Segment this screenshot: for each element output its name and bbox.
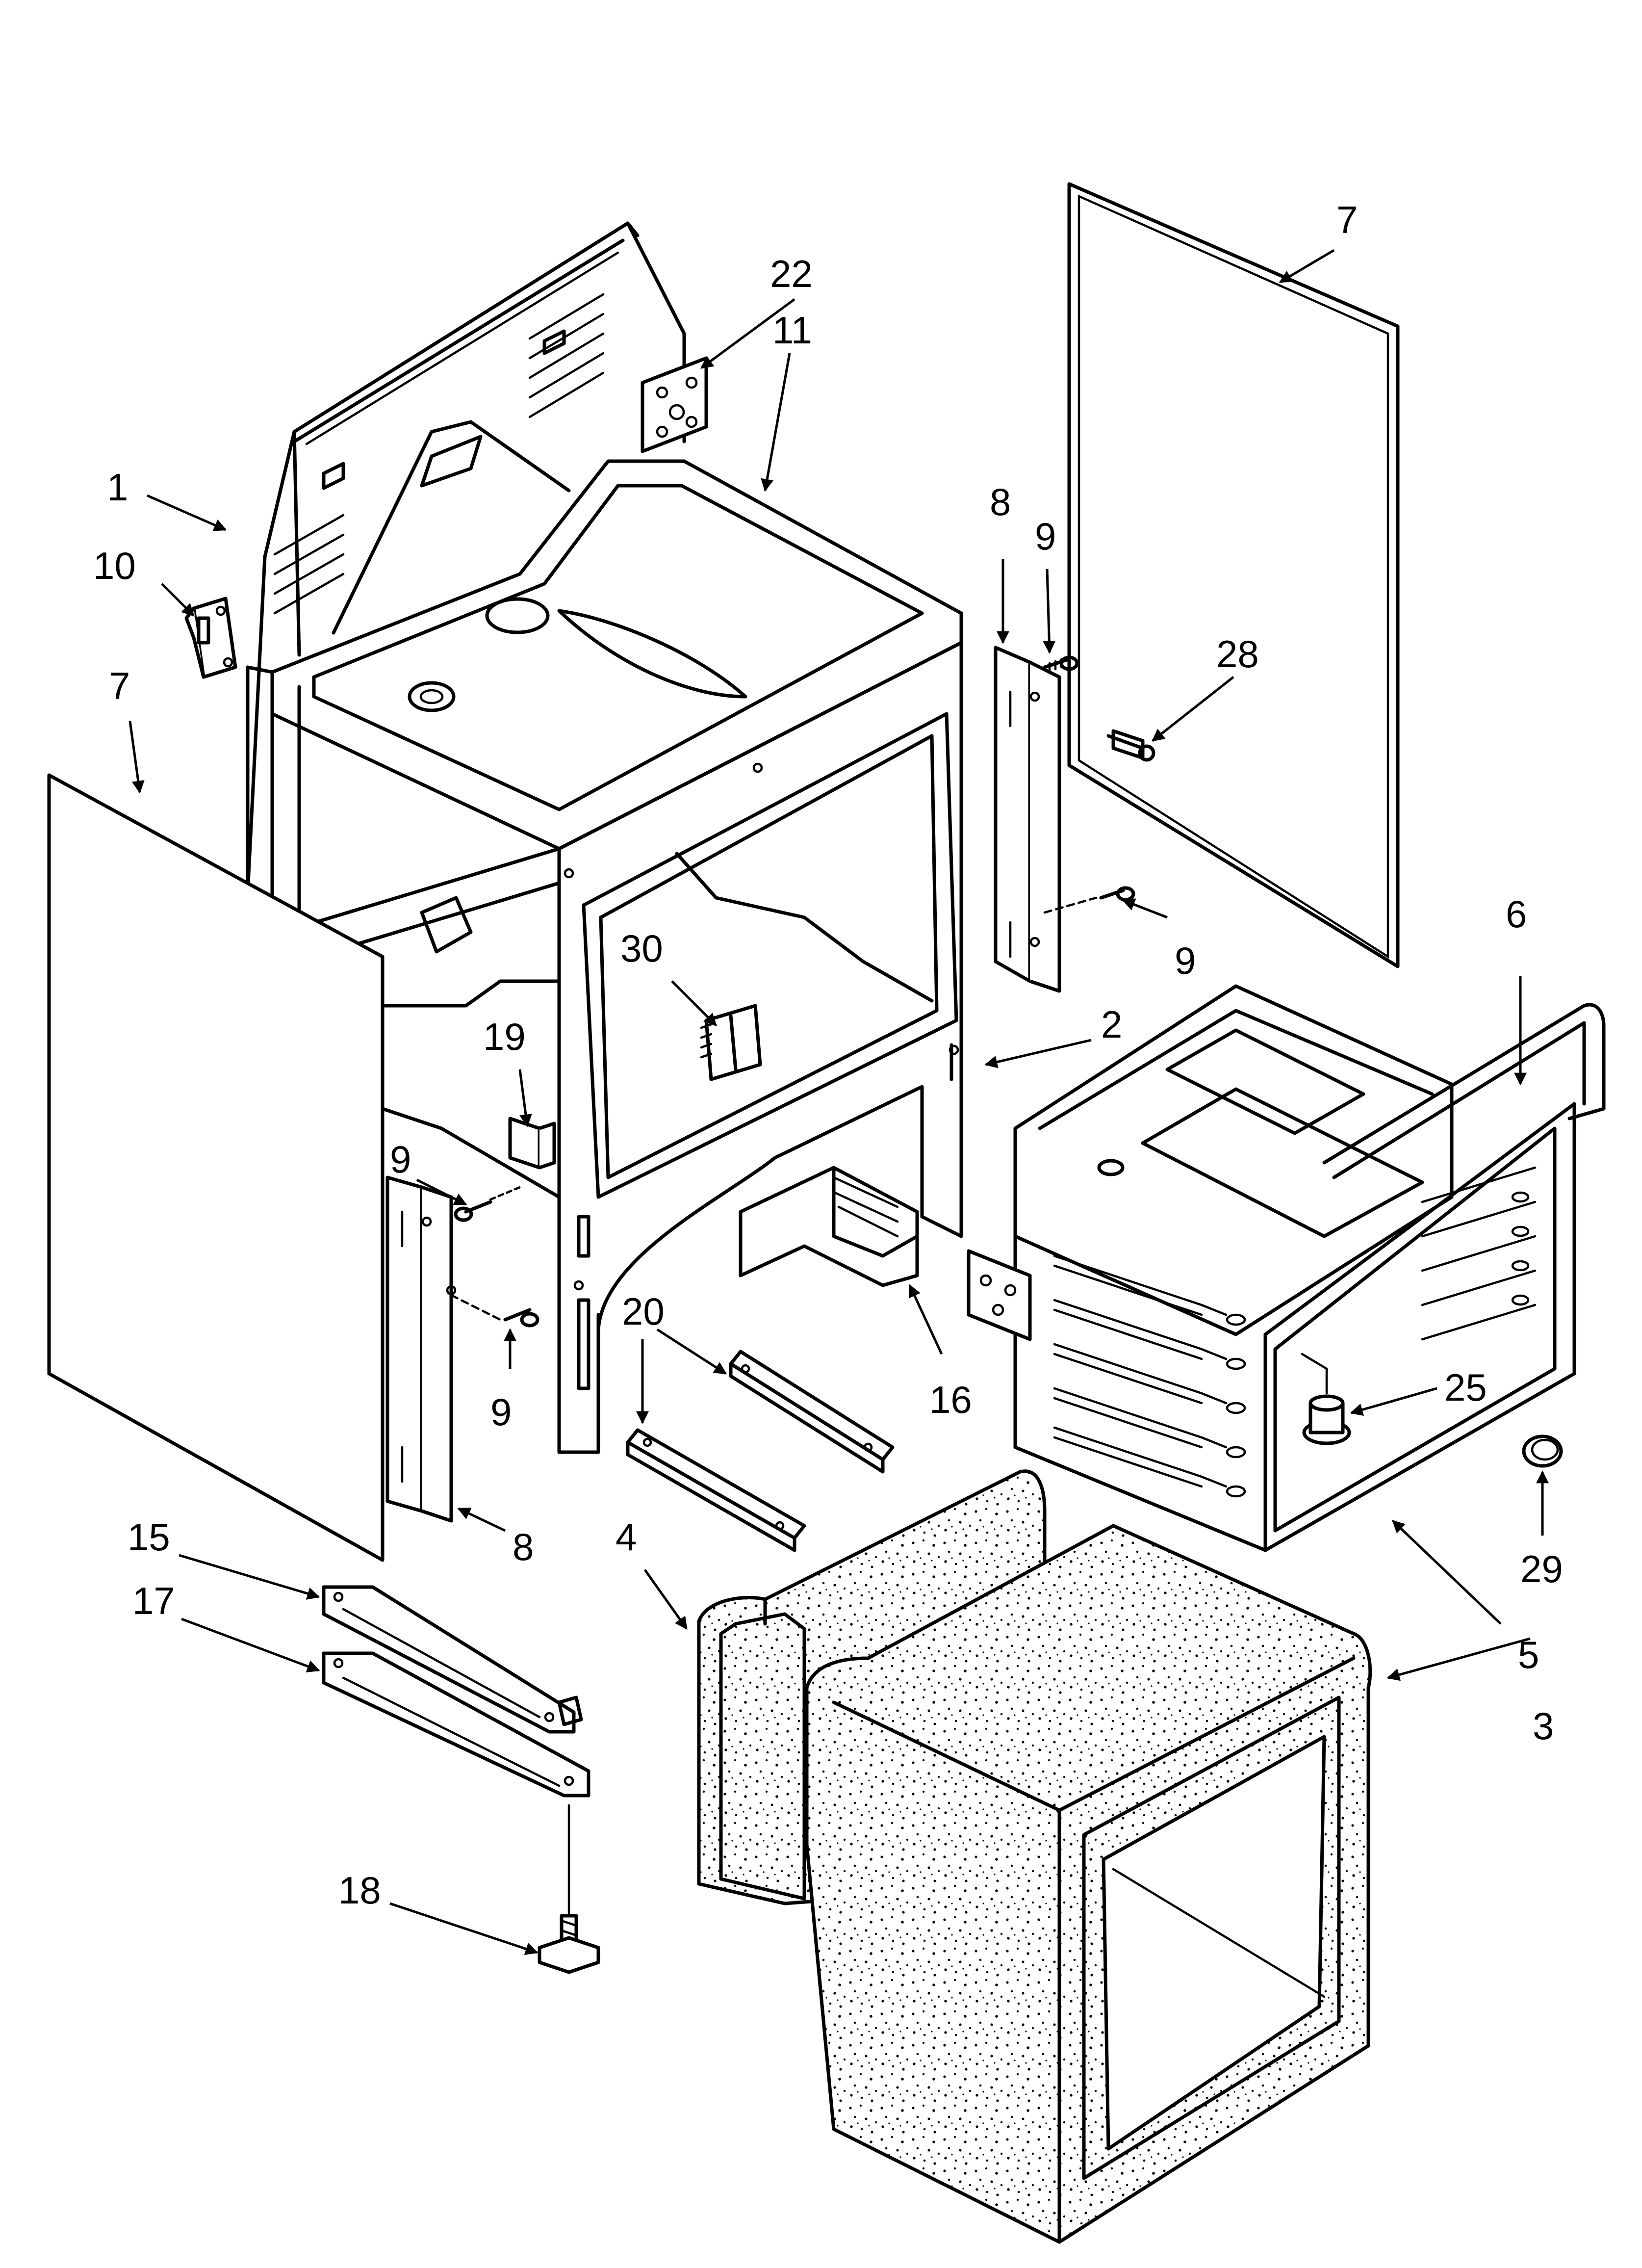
- callout-22: 22: [770, 252, 813, 295]
- support-rail-upper-part-20: [729, 1350, 895, 1474]
- callout-10: 10: [93, 544, 136, 587]
- hinge-bracket-part-22: [641, 356, 708, 453]
- bracket-part-19: [508, 1117, 556, 1170]
- screw-part-9-lower-left: [450, 1294, 539, 1328]
- callout-19: 19: [483, 1015, 526, 1058]
- callout-5: 5: [1518, 1633, 1539, 1676]
- knob-part-28: [1106, 729, 1155, 762]
- side-bracket-left-part-8: [385, 1175, 457, 1523]
- range-frame: [246, 221, 963, 1454]
- callout-9-lower-right: 9: [1175, 939, 1196, 982]
- callout-30: 30: [620, 927, 663, 970]
- leader-arrows: [128, 249, 1549, 1955]
- side-bracket-right-part-8: [994, 646, 1061, 993]
- callout-7-left: 7: [109, 664, 130, 707]
- callout-4: 4: [616, 1515, 637, 1559]
- side-panel-left-part-7: [47, 773, 385, 1562]
- bracket-part-10: [184, 597, 237, 679]
- callout-15: 15: [128, 1515, 170, 1559]
- callout-28: 28: [1216, 632, 1259, 676]
- callout-7-right: 7: [1336, 198, 1358, 241]
- oven-cavity-part-6: [967, 984, 1606, 1552]
- side-panel-right-part-7: [1067, 182, 1400, 968]
- insulation-blanket-part-3: [805, 1524, 1372, 2244]
- callout-1: 1: [107, 466, 128, 509]
- callout-18: 18: [338, 1869, 381, 1912]
- callout-16: 16: [929, 1378, 972, 1421]
- rail-part-17: [322, 1651, 590, 1798]
- callout-3: 3: [1533, 1704, 1554, 1747]
- screw-part-9-upper-left: [454, 1186, 521, 1222]
- light-lens-part-29: [1522, 1434, 1563, 1468]
- callout-8-left: 8: [513, 1525, 534, 1568]
- callout-25: 25: [1444, 1366, 1487, 1409]
- screw-part-9-upper-right: [1043, 655, 1079, 673]
- callout-8-right: 8: [990, 480, 1011, 523]
- support-rail-lower-part-20: [626, 1428, 806, 1552]
- callout-2: 2: [1101, 1003, 1122, 1046]
- callout-labels: 1 10 7 22 11 7 8 9 28 9 6 2 30 19 9 9 20…: [93, 198, 1563, 1912]
- callout-11: 11: [772, 309, 812, 352]
- leveling-leg-part-18: [538, 1804, 600, 1974]
- callout-9-upper-right: 9: [1035, 515, 1056, 558]
- callout-9-lower-left: 9: [490, 1390, 512, 1434]
- rail-part-15: [322, 1585, 583, 1734]
- callout-6: 6: [1506, 892, 1527, 936]
- callout-17: 17: [132, 1579, 175, 1622]
- socket-part-25: [1301, 1353, 1351, 1445]
- connector-part-30: [700, 1004, 762, 1081]
- callout-20: 20: [622, 1290, 665, 1333]
- callout-9-upper-left: 9: [390, 1138, 411, 1181]
- callout-29: 29: [1520, 1547, 1563, 1590]
